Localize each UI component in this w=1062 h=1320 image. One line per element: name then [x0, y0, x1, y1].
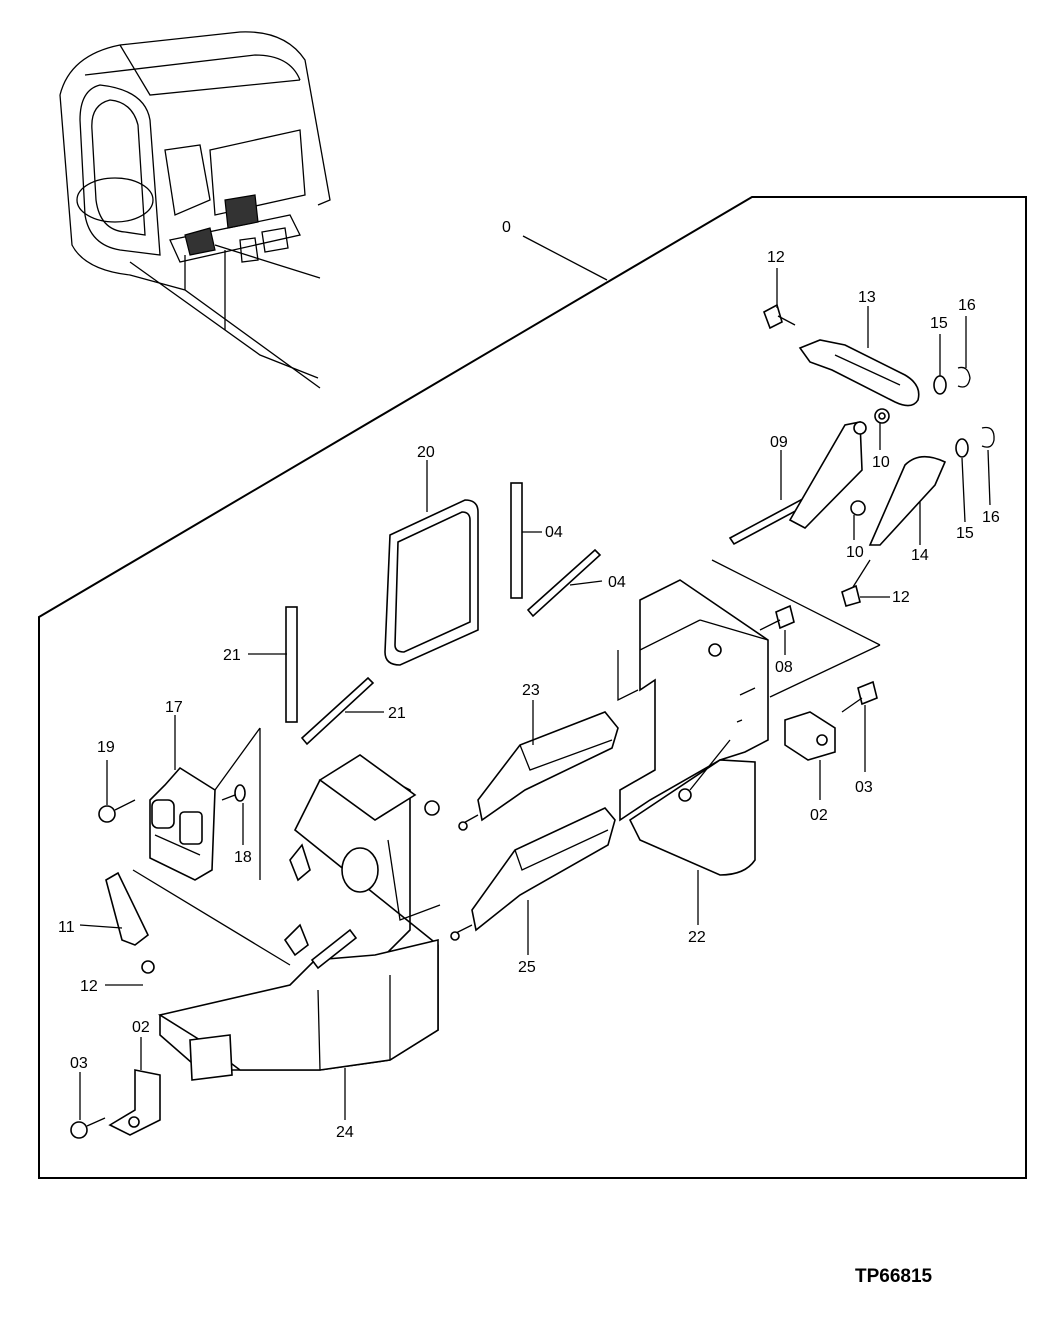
- diagram-frame: [38, 196, 1027, 1179]
- washer-18: [221, 784, 246, 802]
- label-12-c: 12: [80, 978, 98, 995]
- screw-19: [98, 799, 136, 823]
- seal-strip-04: [510, 482, 602, 618]
- main-housing-24: [157, 754, 441, 1081]
- label-04-b: 04: [608, 574, 626, 591]
- link-lever-13: [798, 339, 920, 424]
- bracket-02-left: [108, 1069, 161, 1136]
- seal-strip-21: [285, 606, 375, 746]
- label-19: 19: [97, 739, 115, 756]
- filter-element-20: [384, 499, 479, 666]
- bolt-12-lower: [841, 559, 871, 607]
- label-22: 22: [688, 929, 706, 946]
- drawing-code: TP66815: [855, 1266, 933, 1287]
- label-18: 18: [234, 849, 252, 866]
- cab-overview: [59, 31, 331, 389]
- lever-plate-14: [788, 421, 947, 546]
- label-assembly: 0: [502, 219, 511, 236]
- label-13: 13: [858, 289, 876, 306]
- callout-labels: 0 20 04 04 21 21 12 13 15 16 09 10 10 14…: [58, 219, 1000, 1141]
- label-21-b: 21: [388, 705, 406, 722]
- label-02-b: 02: [132, 1019, 150, 1036]
- label-04-a: 04: [545, 524, 563, 541]
- label-24: 24: [336, 1124, 354, 1141]
- label-21-a: 21: [223, 647, 241, 664]
- label-09: 09: [770, 434, 788, 451]
- screw-03-left: [70, 1117, 106, 1139]
- housing-22: [617, 579, 769, 876]
- bracket-11: [105, 871, 155, 974]
- label-03-b: 03: [70, 1055, 88, 1072]
- label-10-b: 10: [846, 544, 864, 561]
- label-08: 08: [775, 659, 793, 676]
- washer-15: [933, 375, 969, 458]
- label-12-a: 12: [767, 249, 785, 266]
- label-25: 25: [518, 959, 536, 976]
- label-17: 17: [165, 699, 183, 716]
- label-16-b: 16: [982, 509, 1000, 526]
- label-20: 20: [417, 444, 435, 461]
- filter-cartridge-23: [458, 711, 619, 831]
- label-11: 11: [58, 919, 75, 936]
- label-02-a: 02: [810, 807, 828, 824]
- actuator-17: [149, 766, 216, 881]
- label-23: 23: [522, 682, 540, 699]
- screw-08: [759, 604, 795, 631]
- label-10-a: 10: [872, 454, 890, 471]
- label-14: 14: [911, 547, 929, 564]
- screw-03-right: [841, 680, 878, 713]
- label-15-b: 15: [956, 525, 974, 542]
- bolt-12: [763, 303, 796, 330]
- label-16-a: 16: [958, 297, 976, 314]
- label-03-a: 03: [855, 779, 873, 796]
- label-12-b: 12: [892, 589, 910, 606]
- filter-cartridge-25: [450, 807, 616, 941]
- bracket-02-right: [784, 711, 836, 761]
- leader-lines: [79, 268, 991, 1120]
- assembly-leader: [522, 235, 608, 281]
- label-15-a: 15: [930, 315, 948, 332]
- clip-16: [957, 366, 995, 448]
